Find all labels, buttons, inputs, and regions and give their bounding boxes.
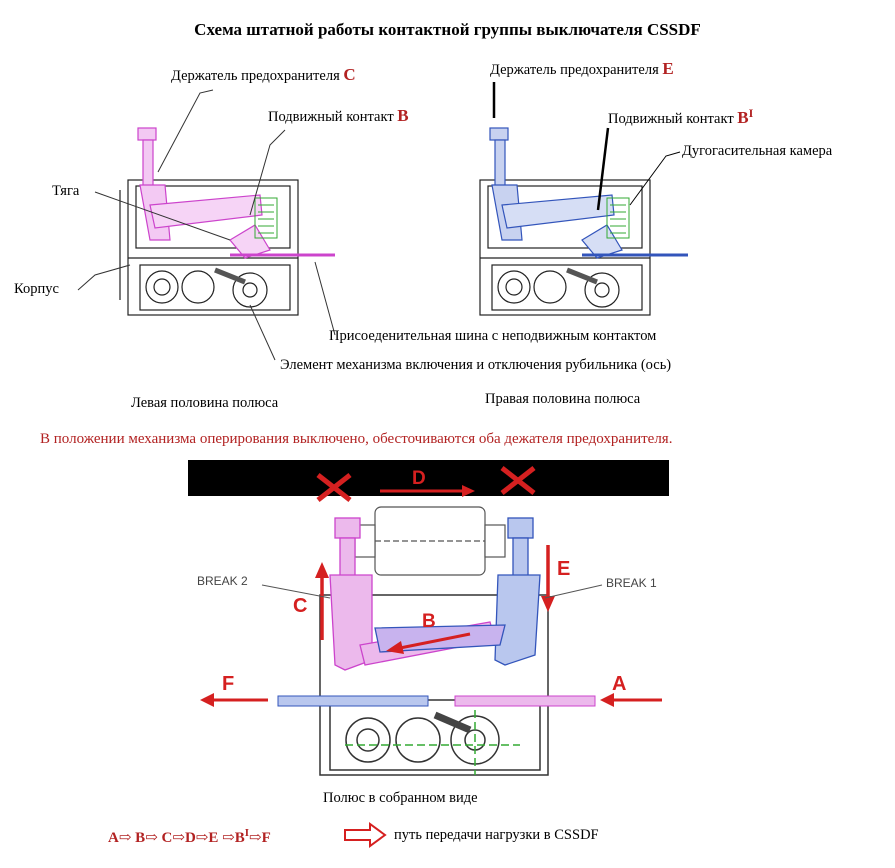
notice-text: В положении механизма оперирования выклю… xyxy=(40,431,673,447)
left-holder-label: Держатель предохранителя C xyxy=(171,65,356,84)
right-arc-chamber xyxy=(606,197,630,239)
path-description: путь передачи нагрузки в CSSDF xyxy=(394,827,599,843)
right-leader-lines xyxy=(492,82,681,211)
assembly-caption: Полюс в собранном виде xyxy=(323,790,478,806)
left-caption: Левая половина полюса xyxy=(131,395,279,411)
page-title: Схема штатной работы контактной группы в… xyxy=(194,20,701,39)
letter-a: A xyxy=(612,673,627,695)
letter-c: C xyxy=(293,595,308,617)
break-2-label: BREAK 2 xyxy=(197,574,248,588)
rod-label: Тяга xyxy=(52,183,80,199)
letter-d: D xyxy=(412,468,426,489)
assembly-housing xyxy=(319,594,549,776)
arrow-e xyxy=(541,545,555,612)
arrow-f xyxy=(200,693,268,707)
left-arc-chamber xyxy=(254,197,278,239)
break-leaders xyxy=(261,584,603,599)
legend-big-arrow-icon xyxy=(344,822,387,848)
left-half-drawing xyxy=(119,179,299,316)
busbar-label: Присоеденительная шина с неподвижным кон… xyxy=(329,328,657,344)
left-leader-lines xyxy=(77,89,336,361)
break-1-label: BREAK 1 xyxy=(606,576,657,590)
right-holder-label: Держатель предохранителя E xyxy=(490,59,674,78)
right-contact-drawing xyxy=(501,194,688,259)
cross-marks xyxy=(316,466,536,502)
left-contact-label: Подвижный контакт B xyxy=(268,106,409,125)
left-contact-drawing xyxy=(149,194,335,259)
arc-chamber-label: Дугогасительная камера xyxy=(682,143,833,159)
busbar-left xyxy=(277,695,429,707)
arrow-a xyxy=(600,693,662,707)
arrow-b xyxy=(386,632,471,654)
letter-e: E xyxy=(557,558,571,580)
fuse-drawing xyxy=(354,506,506,576)
busbar-right xyxy=(454,695,596,707)
right-caption: Правая половина полюса xyxy=(485,391,641,407)
right-half-drawing xyxy=(479,179,651,316)
arrow-c xyxy=(315,562,329,640)
mechanism-label: Элемент механизма включения и отключения… xyxy=(280,357,672,373)
right-contact-label: Подвижный контакт BI xyxy=(608,106,754,127)
letter-f: F xyxy=(222,673,235,695)
letter-b: B xyxy=(422,611,436,632)
arrow-d xyxy=(380,485,475,497)
housing-label: Корпус xyxy=(14,281,59,297)
path-sequence: A⇨ B⇨ C⇨D⇨E ⇨BI⇨F xyxy=(108,827,271,846)
